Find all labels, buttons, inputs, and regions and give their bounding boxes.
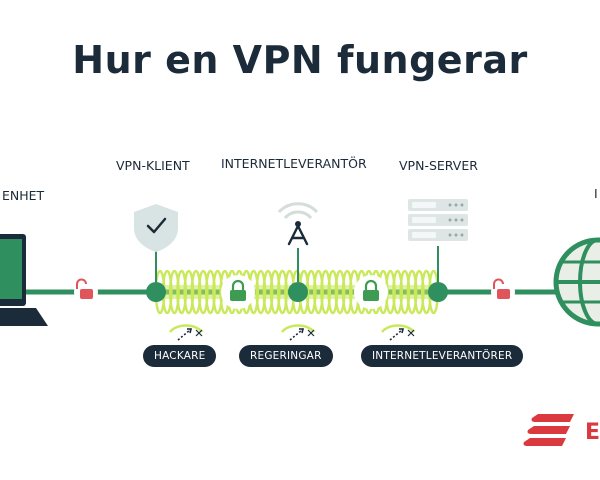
unlocked-icon — [74, 278, 98, 304]
vpn-server-label: VPN-SERVER — [399, 158, 478, 173]
page-title: Hur en VPN fungerar — [72, 38, 528, 82]
server-icon — [408, 199, 468, 241]
isp-label: INTERNETLEVERANTÖR — [221, 156, 367, 171]
laptop-icon — [0, 234, 48, 326]
internet-label: I — [594, 186, 598, 201]
shield-icon — [134, 204, 178, 252]
antenna-icon — [277, 202, 319, 246]
attack-arrow-icon — [381, 324, 415, 341]
threat-badge-governments: REGERINGAR — [239, 345, 333, 367]
threat-badge-isps: INTERNETLEVERANTÖRER — [361, 345, 524, 367]
globe-icon — [553, 237, 600, 327]
device-label: ENHET — [2, 188, 45, 203]
unlocked-icon — [491, 278, 515, 304]
isp-node — [288, 282, 308, 302]
brand-logo-icon — [523, 414, 574, 446]
attack-arrow-icon — [169, 324, 203, 341]
vpn-client-node — [146, 282, 166, 302]
lock-icon — [221, 275, 255, 309]
threat-badge-hackers: HACKARE — [143, 345, 217, 367]
lock-icon — [354, 275, 388, 309]
vpn-client-label: VPN-KLIENT — [116, 158, 190, 173]
attack-arrow-icon — [281, 324, 315, 341]
vpn-server-node — [428, 282, 448, 302]
brand-wordmark: E — [585, 420, 600, 445]
